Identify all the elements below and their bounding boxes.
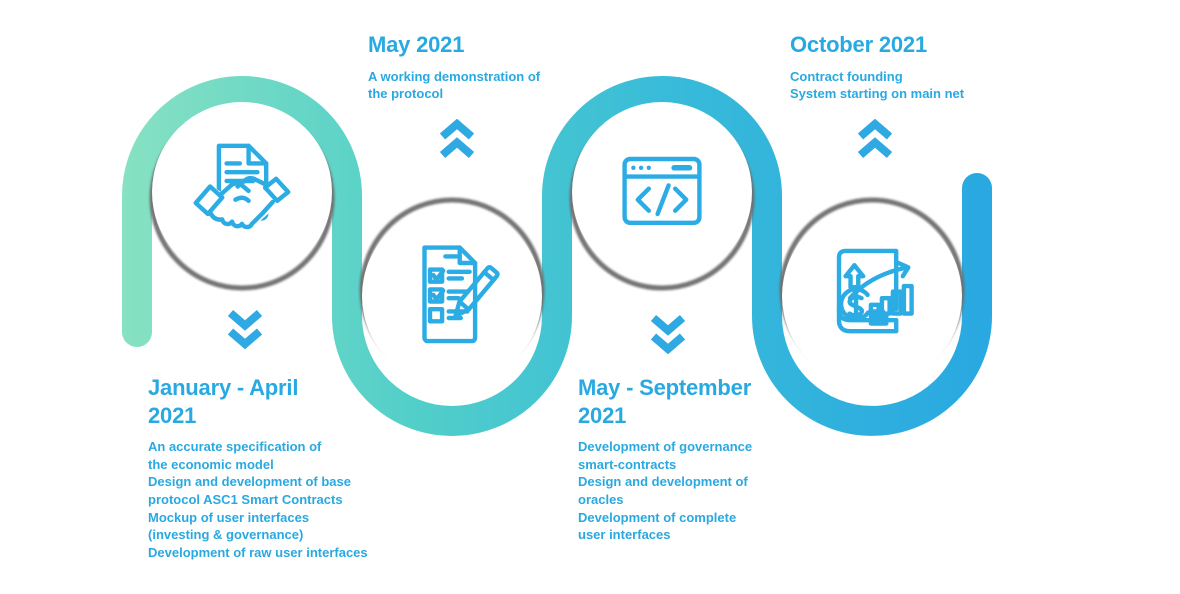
down-chevron-icon [228,309,262,349]
milestone-4-block: October 2021 Contract founding System st… [790,31,1080,103]
growth-report-icon [836,248,914,334]
milestone-3-description: Development of governance smart-contract… [578,439,753,543]
milestone-3-block: May - September 2021 Development of gove… [578,374,868,544]
milestone-2-block: May 2021 A working demonstration of the … [368,31,648,103]
milestone-1-block: January - April 2021 An accurate specifi… [148,374,458,562]
contract-handshake-icon [193,143,291,230]
checklist-pencil-icon [422,245,500,344]
milestone-2-title: May 2021 [368,32,465,57]
milestone-circle-4 [782,206,962,386]
up-chevron-icon [858,119,892,159]
milestone-circle-3 [572,102,752,282]
milestone-1-description: An accurate specification of the economi… [148,439,368,561]
up-chevron-icon [440,119,474,159]
down-chevron-icon [651,314,685,354]
milestone-1-title: January - April 2021 [148,375,299,428]
milestone-2-description: A working demonstration of the protocol [368,68,541,102]
code-window-icon [622,156,702,225]
milestone-3-title: May - September 2021 [578,375,752,428]
serpentine-path [122,76,992,436]
milestone-4-description: Contract founding System starting on mai… [790,68,965,102]
milestone-4-title: October 2021 [790,32,928,57]
